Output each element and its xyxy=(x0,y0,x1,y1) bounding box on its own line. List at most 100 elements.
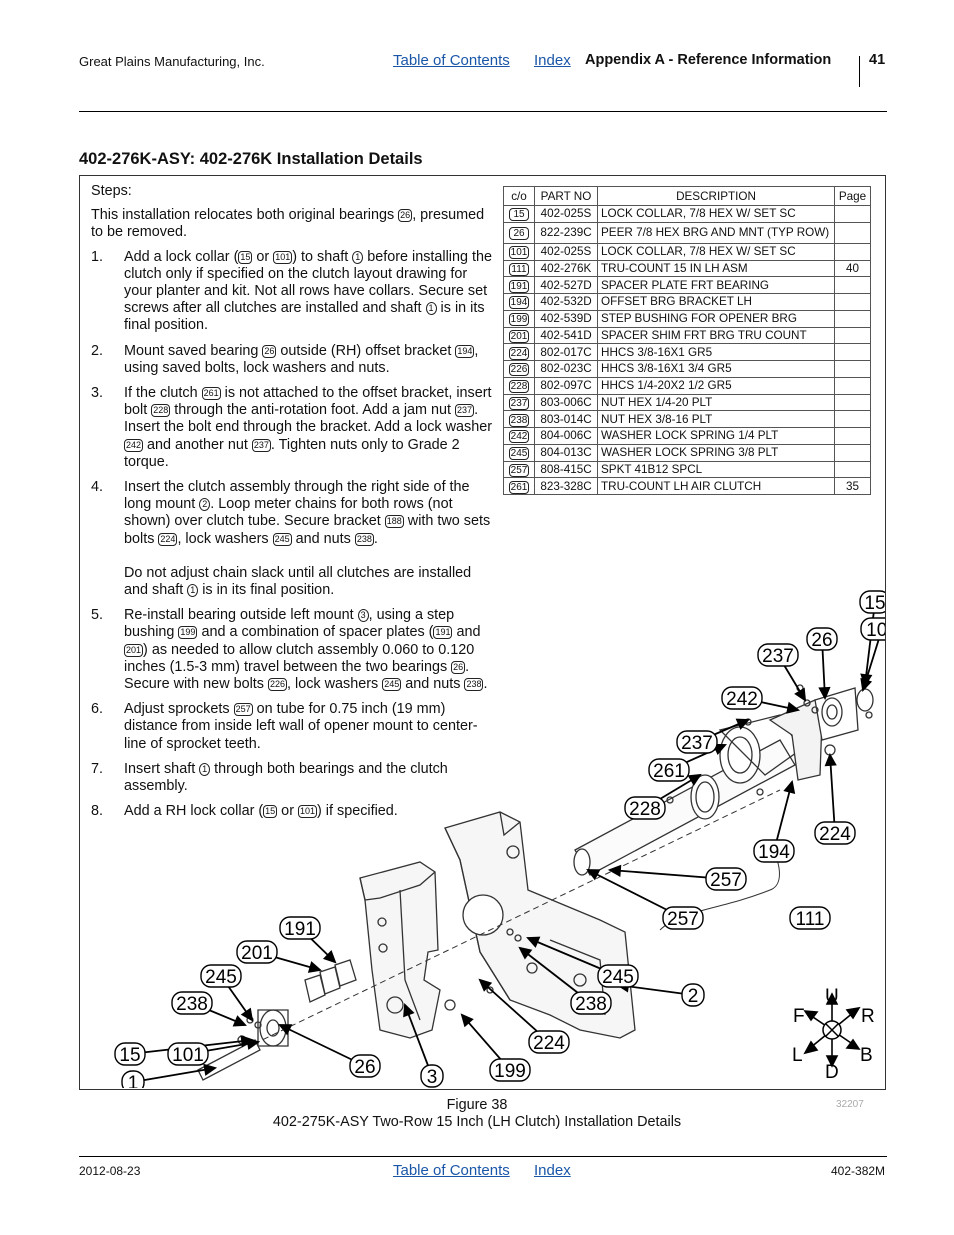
step-text: , lock washers xyxy=(177,530,273,547)
cell-description: SPKT 41B12 SPCL xyxy=(597,460,835,479)
table-row: 238 803-014C NUT HEX 3/8-16 PLT xyxy=(503,410,871,428)
step-text: through the anti-rotation foot. Add a ja… xyxy=(170,402,456,419)
footer-date: 2012-08-23 xyxy=(79,1164,141,1178)
cell-part-no: 802-097C xyxy=(534,376,598,395)
step-text: . Secure with new bolts xyxy=(124,658,470,693)
callout-number: 2 xyxy=(688,986,699,1007)
leader-arrowhead xyxy=(818,686,831,701)
leader-arrowhead xyxy=(824,752,837,767)
callout-ref: 228 xyxy=(151,404,171,418)
callout-badge: 15 xyxy=(114,1042,146,1066)
cell-ref: 237 xyxy=(503,393,535,412)
callout-number: 224 xyxy=(533,1033,565,1054)
cell-description: PEER 7/8 HEX BRG AND MNT (TYP ROW) xyxy=(597,221,835,244)
ref-badge: 15 xyxy=(509,208,529,222)
callout-number: 261 xyxy=(653,761,685,782)
ref-badge: 238 xyxy=(508,413,530,427)
footer-toc-link[interactable]: Table of Contents xyxy=(393,1162,510,1179)
header-divider xyxy=(859,56,860,87)
step-text: This installation relocates both origina… xyxy=(91,207,399,224)
callout-number: 199 xyxy=(494,1061,526,1082)
callout-ref: 26 xyxy=(262,344,277,358)
callout-ref: 194 xyxy=(455,344,475,358)
callout-badge: 194 xyxy=(753,839,795,863)
cell-ref: 101 xyxy=(503,242,535,261)
leader-arrowhead xyxy=(460,1013,474,1028)
compass-down: D xyxy=(825,1062,839,1083)
leader-arrowhead xyxy=(403,1003,415,1018)
cell-part-no: 804-006C xyxy=(534,427,598,445)
callout-number: 191 xyxy=(284,919,316,940)
section-title: 402-276K-ASY: 402-276K Installation Deta… xyxy=(79,150,423,168)
cell-ref: 257 xyxy=(503,460,535,479)
footer-doc-number: 402-382M xyxy=(831,1164,886,1178)
callout-number: 201 xyxy=(241,943,273,964)
table-row: 191 402-527D SPACER PLATE FRT BEARING xyxy=(503,276,871,294)
callout-badge: 237 xyxy=(757,643,799,667)
cell-page xyxy=(834,242,871,261)
cell-page xyxy=(834,376,871,395)
compass-up: U xyxy=(825,986,839,1007)
step-number: 3. xyxy=(91,385,104,402)
cell-description: SPACER PLATE FRT BEARING xyxy=(597,276,835,294)
callout-number: 237 xyxy=(762,646,794,667)
cell-ref: 226 xyxy=(503,360,535,378)
callout-ref: 1 xyxy=(187,584,199,598)
step-text: , using a step bushing xyxy=(124,607,455,641)
cell-page xyxy=(834,343,871,361)
intro-text: This installation relocates both origina… xyxy=(91,207,496,241)
cell-description: STEP BUSHING FOR OPENER BRG xyxy=(597,309,835,328)
steps-heading: Steps: xyxy=(91,183,132,199)
step-text: Add a RH lock collar ( xyxy=(124,803,264,820)
step-text: . Tighten nuts only to Grade 2 torque. xyxy=(124,436,460,470)
header-index-link[interactable]: Index xyxy=(534,52,571,69)
ref-badge: 26 xyxy=(509,227,529,241)
cell-ref: 261 xyxy=(503,477,535,495)
callout-number: 245 xyxy=(602,967,634,988)
ref-badge: 237 xyxy=(508,396,530,410)
step-text: . Insert the bolt end through the bracke… xyxy=(124,402,492,436)
table-row: 237 803-006C NUT HEX 1/4-20 PLT xyxy=(503,393,871,412)
ref-badge: 261 xyxy=(508,480,530,494)
ref-badge: 191 xyxy=(508,279,530,293)
cell-description: NUT HEX 3/8-16 PLT xyxy=(597,410,835,428)
header-toc-link[interactable]: Table of Contents xyxy=(393,52,510,69)
callout-ref: 237 xyxy=(455,404,475,418)
callout-labels: 1510126237242237261228224194257257111245… xyxy=(114,590,885,1088)
leader-arrowhead xyxy=(794,687,807,702)
step-text: with two sets bolts xyxy=(124,513,491,547)
callout-ref: 238 xyxy=(464,678,484,692)
cell-part-no: 402-541D xyxy=(534,326,598,345)
leader-arrowhead xyxy=(860,677,873,693)
callout-ref: 191 xyxy=(433,626,453,640)
step-body: Mount saved bearing 26 outside (RH) offs… xyxy=(124,343,496,377)
callout-ref: 257 xyxy=(233,703,253,717)
footer-index-link[interactable]: Index xyxy=(534,1162,571,1179)
callout-ref: 3 xyxy=(357,609,369,623)
callout-badge: 238 xyxy=(570,991,612,1015)
step-number: 6. xyxy=(91,701,104,718)
callout-badge: 2 xyxy=(681,983,705,1007)
step-item: 6.Adjust sprockets 257 on tube for 0.75 … xyxy=(91,701,496,753)
cell-page xyxy=(834,427,871,445)
col-header-description: DESCRIPTION xyxy=(597,186,835,206)
leader-arrowhead xyxy=(307,961,323,973)
compass-front: F xyxy=(793,1006,805,1027)
callout-number: 1 xyxy=(128,1073,139,1088)
step-text: . Loop meter chains for both rows (not s… xyxy=(124,496,453,530)
figure-code: 32207 xyxy=(836,1099,864,1110)
callout-ref: 201 xyxy=(124,643,144,657)
cell-ref: 242 xyxy=(503,427,535,445)
steps-list: 1.Add a lock collar (15 or 101) to shaft… xyxy=(91,249,496,821)
callout-badge: 224 xyxy=(528,1030,570,1054)
step-text: Add a lock collar ( xyxy=(124,248,239,265)
callout-badge: 199 xyxy=(489,1058,531,1082)
page-number: 41 xyxy=(869,52,886,68)
cell-ref: 238 xyxy=(503,410,535,428)
step-text: Insert shaft xyxy=(124,760,200,777)
callout-badge: 228 xyxy=(624,796,666,820)
callout-ref: 1 xyxy=(199,762,211,776)
callout-number: 15 xyxy=(119,1045,140,1066)
callout-badge: 224 xyxy=(814,821,856,845)
callout-ref: 2 xyxy=(199,498,211,512)
